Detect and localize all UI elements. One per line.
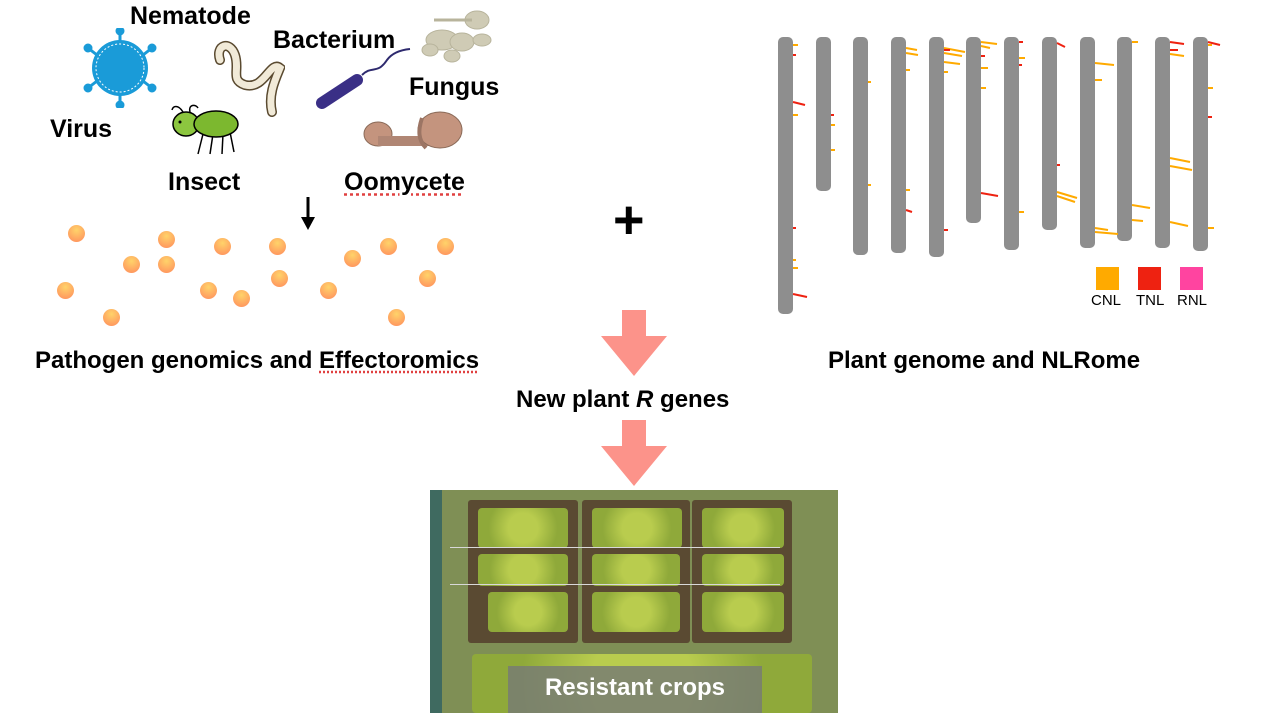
chromosome <box>1004 37 1019 250</box>
chromosome <box>966 37 981 223</box>
effector-dot <box>158 231 175 248</box>
nematode-label: Nematode <box>130 2 251 30</box>
legend-swatch-cnl <box>1096 267 1119 290</box>
effector-dot <box>271 270 288 287</box>
resistant-crops-label: Resistant crops <box>508 666 762 713</box>
nlr-gene-markers <box>792 41 1221 298</box>
legend-swatch-tnl <box>1138 267 1161 290</box>
chromosome <box>929 37 944 257</box>
chromosome <box>778 37 793 314</box>
oomycete-label: Oomycete <box>344 168 465 196</box>
fence <box>430 490 442 713</box>
chromosome <box>1080 37 1095 248</box>
virus-label: Virus <box>50 115 113 143</box>
chromosome <box>816 37 831 191</box>
bacterium-icon <box>316 48 411 109</box>
effector-dot <box>103 309 120 326</box>
crop-patch <box>478 508 568 548</box>
legend-label-tnl: TNL <box>1136 292 1165 309</box>
chromosome <box>891 37 906 253</box>
crop-patch <box>592 508 682 548</box>
plant-genome-label: Plant genome and NLRome <box>828 347 1141 374</box>
fungus-label: Fungus <box>409 73 500 101</box>
crop-patch <box>702 592 784 632</box>
oomycete-icon <box>363 111 463 150</box>
field-photo: Resistant crops <box>430 490 838 713</box>
bacterium-label: Bacterium <box>273 26 396 54</box>
crop-patch <box>488 592 568 632</box>
legend-label-rnl: RNL <box>1177 292 1208 309</box>
effector-dot <box>68 225 85 242</box>
effector-dot <box>344 250 361 267</box>
effector-dot <box>57 282 74 299</box>
effector-dot <box>158 256 175 273</box>
effector-dot <box>269 238 286 255</box>
effector-dot <box>320 282 337 299</box>
plus-sign: + <box>613 190 645 250</box>
crop-patch <box>702 554 784 586</box>
nematode-icon <box>214 41 285 117</box>
crop-patch <box>592 554 680 586</box>
effector-dot <box>419 270 436 287</box>
chromosome <box>853 37 868 255</box>
effector-dot <box>123 256 140 273</box>
effector-dot <box>437 238 454 255</box>
insect-label: Insect <box>168 168 241 196</box>
effector-dot <box>233 290 250 307</box>
chromosome <box>1155 37 1170 248</box>
crop-patch <box>478 554 568 586</box>
chromosome <box>1193 37 1208 251</box>
insect-icon <box>171 104 239 155</box>
new-r-genes-label: New plant R genes <box>516 386 730 413</box>
effector-dot <box>388 309 405 326</box>
crop-patch <box>702 508 784 548</box>
crop-patch <box>592 592 680 632</box>
string-line <box>450 584 780 585</box>
effector-dot <box>380 238 397 255</box>
effector-dot <box>200 282 217 299</box>
string-line <box>450 547 780 548</box>
down-arrow-icon <box>601 310 667 376</box>
legend-label-cnl: CNL <box>1091 292 1122 309</box>
down-arrow-icon <box>601 420 667 486</box>
chromosome <box>1042 37 1057 230</box>
effector-dot <box>214 238 231 255</box>
legend-swatch-rnl <box>1180 267 1203 290</box>
down-arrow-small-icon <box>301 197 315 230</box>
chromosome <box>1117 37 1132 241</box>
virus-icon <box>83 28 157 108</box>
pathogen-genomics-label: Pathogen genomics and Effectoromics <box>35 347 480 374</box>
fungus-icon <box>421 10 492 63</box>
